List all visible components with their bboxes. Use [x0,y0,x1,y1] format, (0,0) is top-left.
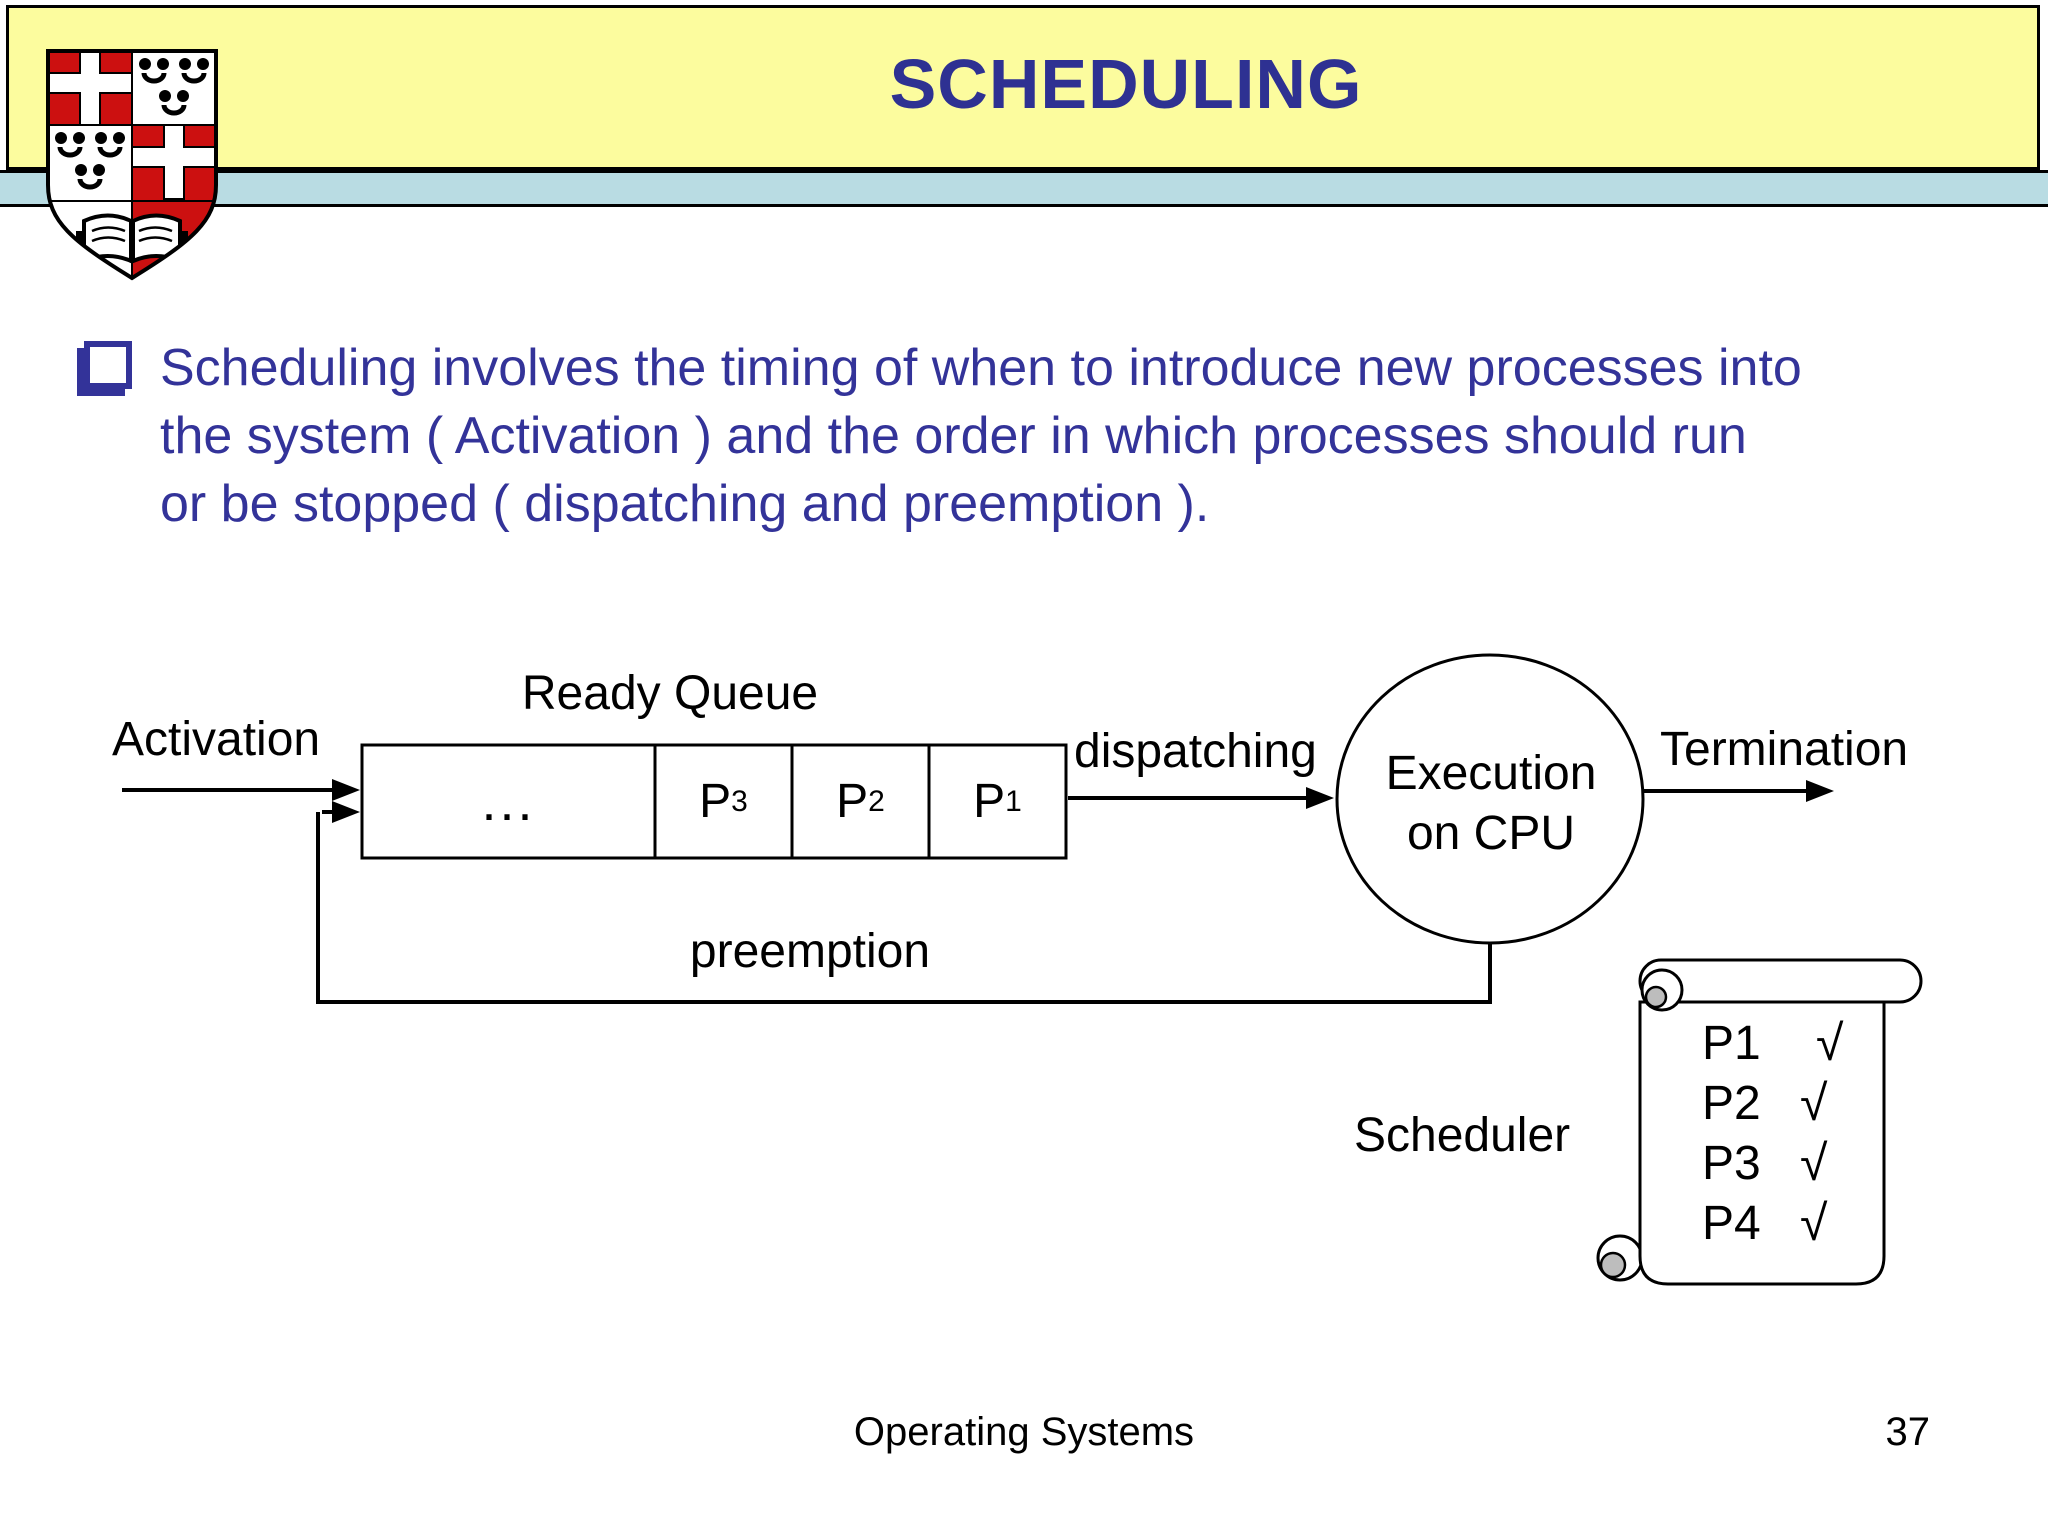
preemption-label: preemption [689,925,931,978]
header-accent-band [0,170,2048,207]
activation-label: Activation [112,713,321,766]
bullet-line: the system ( Activation ) and the order … [160,407,1747,465]
dispatching-label: dispatching [1074,725,1317,778]
termination-label: Termination [1660,723,1909,776]
bullet-line: Scheduling involves the timing of when t… [160,339,1802,397]
scheduler-label: Scheduler [1354,1109,1571,1162]
cpu-ellipse [1335,653,1645,945]
termination-arrowhead [1806,780,1834,802]
slide-title: SCHEDULING [889,45,1363,123]
bullet-line: or be stopped ( dispatching and preempti… [160,475,1210,533]
bullet-paragraph: Scheduling involves the timing of when t… [160,334,1990,538]
list-item: P3 √ [1702,1135,1828,1191]
list-item: P4 √ [1702,1195,1828,1251]
ready-queue-label: Ready Queue [521,667,819,720]
queue-cell-more: ... [481,771,536,832]
check-mark-icon: √ [1800,1195,1828,1251]
university-crest-icon [46,49,218,281]
page-number: 37 [1885,1410,1931,1454]
ready-queue-box [360,743,1068,860]
cpu-label: Execution on CPU [1385,747,1597,860]
check-mark-icon: √ [1800,1135,1828,1191]
dispatching-arrowhead [1306,787,1334,809]
list-item: P2 √ [1702,1075,1828,1131]
open-book-icon [76,213,188,265]
preemption-arrowhead [332,801,360,823]
list-item: P1 √ [1702,1015,1844,1071]
checkbox-bullet-icon [84,341,132,389]
activation-arrowhead [332,779,360,801]
footer-title: Operating Systems [853,1410,1195,1454]
check-mark-icon: √ [1800,1075,1828,1131]
scheduler-scroll-shape [1596,958,1923,1286]
scheduler-checklist: P1 √ P2 √ P3 √ P4 √ [1702,1013,1843,1253]
title-banner [6,5,2040,170]
check-mark-icon: √ [1816,1015,1844,1071]
